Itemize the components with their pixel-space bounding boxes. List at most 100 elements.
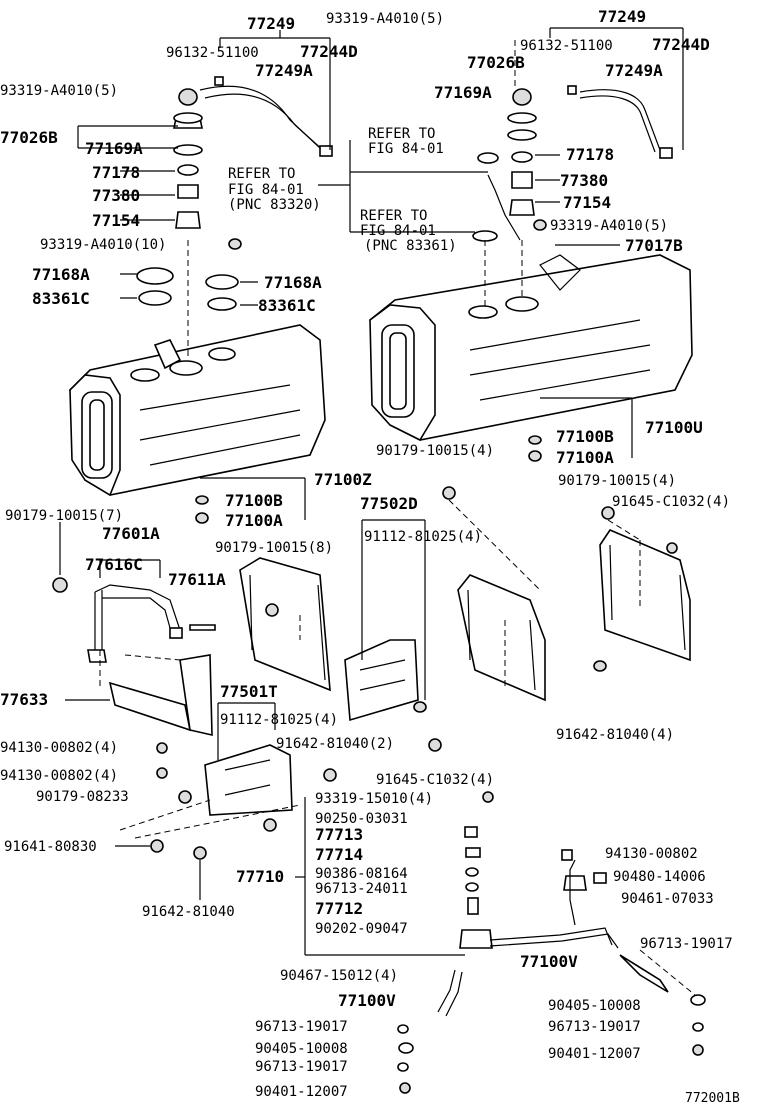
label-90202-09047: 90202-09047 <box>315 921 408 937</box>
label-96713-19017-l1: 96713-19017 <box>255 1019 348 1035</box>
fuel-tank-left <box>69 324 326 497</box>
fuel-lines <box>397 826 706 1094</box>
label-77100v-left: 77100V <box>338 991 396 1010</box>
label-90467-15012-4: 90467-15012(4) <box>280 968 398 984</box>
label-77017b: 77017B <box>625 236 683 255</box>
frame-right-b <box>599 529 691 662</box>
label-90179-10015-7: 90179-10015(7) <box>5 508 123 524</box>
label-77712: 77712 <box>315 899 363 918</box>
label-90179-10015-4-mid: 90179-10015(4) <box>376 443 494 459</box>
frame-right-a <box>457 574 546 702</box>
label-77100a-left: 77100A <box>225 511 283 530</box>
label-77100u: 77100U <box>645 418 703 437</box>
label-91642-81040-2: 91642-81040(2) <box>276 736 394 752</box>
label-77100a-right: 77100A <box>556 448 614 467</box>
part-labels: 77249 93319-A4010(5) 77249 96132-51100 7… <box>0 7 740 1106</box>
ref1-line1: REFER TO <box>368 126 435 142</box>
label-90179-10015-8: 90179-10015(8) <box>215 540 333 556</box>
label-94130-00802-4-b: 94130-00802(4) <box>0 768 118 784</box>
label-93319-a4010-5-top: 93319-A4010(5) <box>326 11 444 27</box>
label-77611a: 77611A <box>168 570 226 589</box>
label-77100z: 77100Z <box>314 470 372 489</box>
label-91112-81025-4-top: 91112-81025(4) <box>364 529 482 545</box>
label-91645-c1032-4-top: 91645-C1032(4) <box>612 494 730 510</box>
label-93319-15010-4: 93319-15010(4) <box>315 791 433 807</box>
label-77178-right: 77178 <box>566 145 614 164</box>
label-77380-left: 77380 <box>92 186 140 205</box>
ref2-line1: REFER TO <box>228 166 295 182</box>
ref3-line1: REFER TO <box>360 208 427 224</box>
leader-lines <box>59 27 696 996</box>
label-93319-a4010-5-left: 93319-A4010(5) <box>0 83 118 99</box>
label-90250-03031: 90250-03031 <box>315 811 408 827</box>
label-91641-80830: 91641-80830 <box>4 839 97 855</box>
label-77026b-left: 77026B <box>0 128 58 147</box>
label-90386-08164: 90386-08164 <box>315 866 408 882</box>
label-93319-a4010-10: 93319-A4010(10) <box>40 237 166 253</box>
fuel-tank-right <box>369 254 693 442</box>
ref3-line2: FIG 84-01 <box>360 223 436 239</box>
ref1-line2: FIG 84-01 <box>368 141 444 157</box>
label-77026b-right: 77026B <box>467 53 525 72</box>
label-90179-08233: 90179-08233 <box>36 789 129 805</box>
label-77633: 77633 <box>0 690 48 709</box>
label-96132-51100-right: 96132-51100 <box>520 38 613 54</box>
label-77178-left: 77178 <box>92 163 140 182</box>
label-94130-00802: 94130-00802 <box>605 846 698 862</box>
label-90461-07033: 90461-07033 <box>621 891 714 907</box>
label-93319-a4010-5-right: 93319-A4010(5) <box>550 218 668 234</box>
label-77244d-left: 77244D <box>300 42 358 61</box>
label-90179-10015-4-right: 90179-10015(4) <box>558 473 676 489</box>
frame-center <box>239 557 331 692</box>
label-91642-81040: 91642-81040 <box>142 904 235 920</box>
label-77714: 77714 <box>315 845 363 864</box>
ref3-line3: (PNC 83361) <box>364 238 457 254</box>
label-77710: 77710 <box>236 867 284 886</box>
label-96713-19017-right: 96713-19017 <box>640 936 733 952</box>
label-77249-right: 77249 <box>598 7 646 26</box>
label-90405-10008-left: 90405-10008 <box>255 1041 348 1057</box>
label-90401-12007-right: 90401-12007 <box>548 1046 641 1062</box>
label-83361c-mid: 83361C <box>258 296 316 315</box>
label-91112-81025-4-bot: 91112-81025(4) <box>220 712 338 728</box>
label-77244d-right: 77244D <box>652 35 710 54</box>
label-77169a-left: 77169A <box>85 139 143 158</box>
label-77249a-left: 77249A <box>255 61 313 80</box>
label-96713-19017-l2: 96713-19017 <box>255 1059 348 1075</box>
label-77501t: 77501T <box>220 682 278 701</box>
fasteners <box>52 219 678 860</box>
strap-77601A <box>87 584 183 663</box>
bracket-77501T <box>204 744 293 816</box>
bracket-77502D <box>344 639 419 722</box>
label-90480-14006: 90480-14006 <box>613 869 706 885</box>
label-91642-81040-4: 91642-81040(4) <box>556 727 674 743</box>
label-77249-left: 77249 <box>247 14 295 33</box>
label-94130-00802-4-a: 94130-00802(4) <box>0 740 118 756</box>
label-77502d: 77502D <box>360 494 418 513</box>
left-tank-fittings <box>136 76 333 360</box>
label-96132-51100-left: 96132-51100 <box>166 45 259 61</box>
label-77100b-left: 77100B <box>225 491 283 510</box>
bracket-77633 <box>108 654 213 737</box>
label-77169a-right: 77169A <box>434 83 492 102</box>
label-77601a: 77601A <box>102 524 160 543</box>
label-77249a-right: 77249A <box>605 61 663 80</box>
diagram-id: 772001B <box>685 1091 740 1106</box>
label-77100v-right: 77100V <box>520 952 578 971</box>
label-96713-19017-r2: 96713-19017 <box>548 1019 641 1035</box>
label-90405-10008-right: 90405-10008 <box>548 998 641 1014</box>
ref2-line2: FIG 84-01 <box>228 182 304 198</box>
label-96713-24011: 96713-24011 <box>315 881 408 897</box>
label-77154-left: 77154 <box>92 211 140 230</box>
label-77154-right: 77154 <box>563 193 611 212</box>
label-83361c-left: 83361C <box>32 289 90 308</box>
label-77380-right: 77380 <box>560 171 608 190</box>
ref2-line3: (PNC 83320) <box>228 197 321 213</box>
label-77100b-right: 77100B <box>556 427 614 446</box>
right-tank-fittings <box>472 40 673 310</box>
label-77616c: 77616C <box>85 555 143 574</box>
label-77168a-mid: 77168A <box>264 273 322 292</box>
label-91645-c1032-4-bot: 91645-C1032(4) <box>376 772 494 788</box>
